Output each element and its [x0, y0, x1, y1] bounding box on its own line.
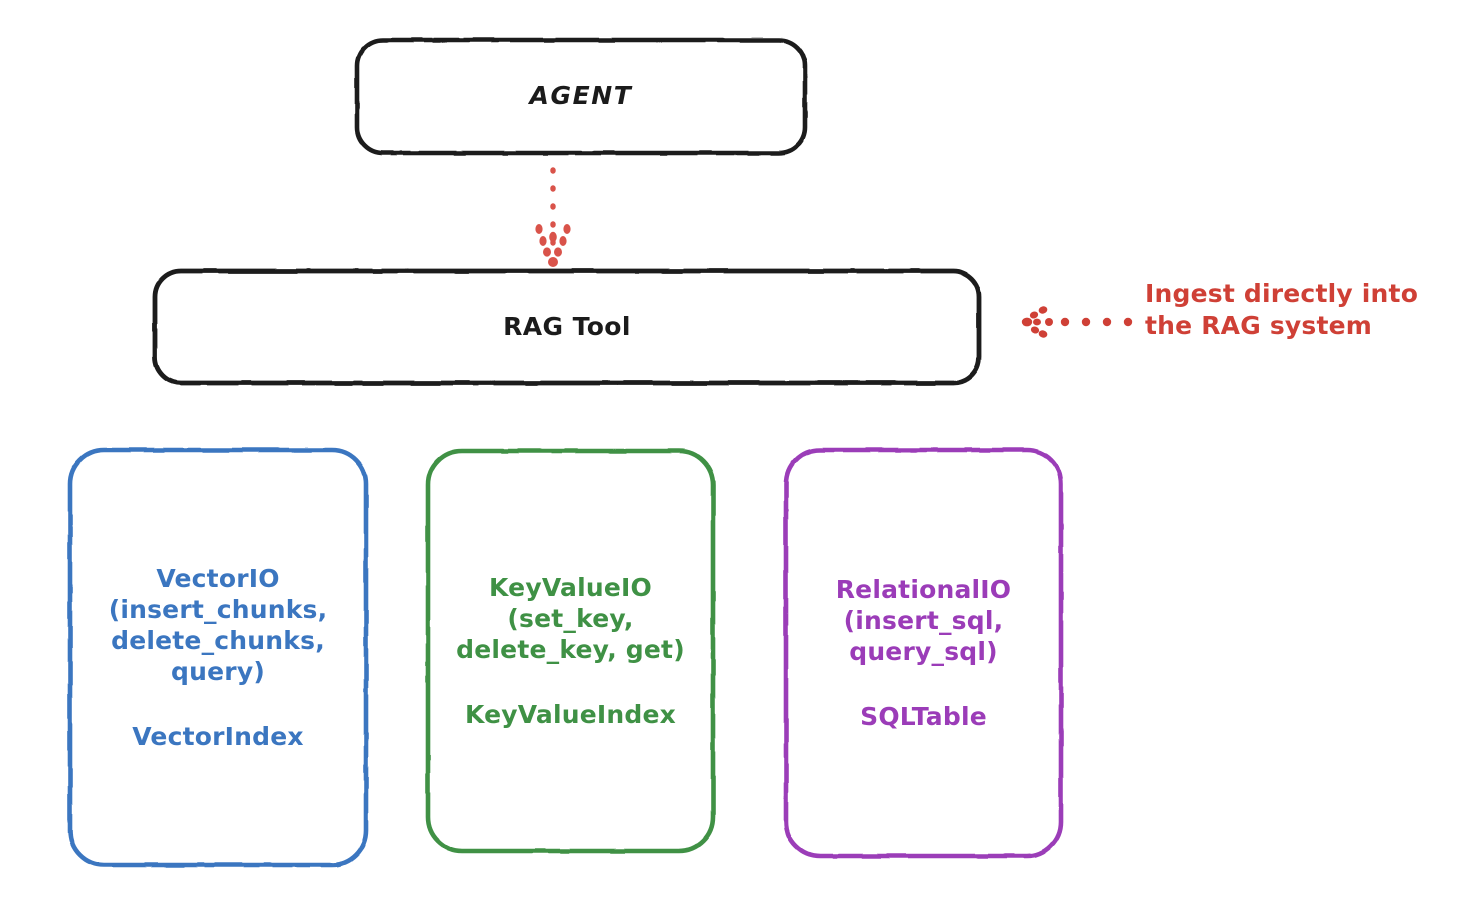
keyvalueio-node[interactable]: KeyValueIO (set_key, delete_key, get) Ke…: [428, 451, 713, 851]
relationalio-box-outline: [783, 447, 1064, 859]
vectorio-node[interactable]: VectorIO (insert_chunks, delete_chunks, …: [70, 450, 366, 865]
ingest-note-connector: [1021, 306, 1133, 338]
vectorio-box-outline: [67, 447, 369, 868]
rag-tool-label: RAG Tool: [503, 311, 631, 341]
rag-tool-box-outline: [152, 268, 982, 386]
agent-to-rag-connector: [535, 167, 571, 267]
relationalio-node[interactable]: RelationalIO (insert_sql, query_sql) SQL…: [786, 450, 1061, 856]
relationalio-index-label: SQLTable: [860, 702, 987, 731]
keyvalueio-index-label: KeyValueIndex: [464, 700, 677, 729]
ingest-note-label: Ingest directly into the RAG system: [1145, 279, 1419, 340]
keyvalueio-box-outline: [425, 448, 716, 854]
agent-box-outline: [354, 37, 808, 156]
agent-node[interactable]: AGENT: [357, 40, 805, 153]
vectorio-index-label: VectorIndex: [132, 722, 304, 751]
keyvalueio-api-label: KeyValueIO (set_key, delete_key, get): [456, 573, 685, 664]
rag-tool-node[interactable]: RAG Tool: [155, 271, 979, 383]
agent-label: AGENT: [529, 81, 633, 111]
relationalio-api-label: RelationalIO (insert_sql, query_sql): [835, 575, 1012, 666]
vectorio-api-label: VectorIO (insert_chunks, delete_chunks, …: [108, 564, 328, 686]
